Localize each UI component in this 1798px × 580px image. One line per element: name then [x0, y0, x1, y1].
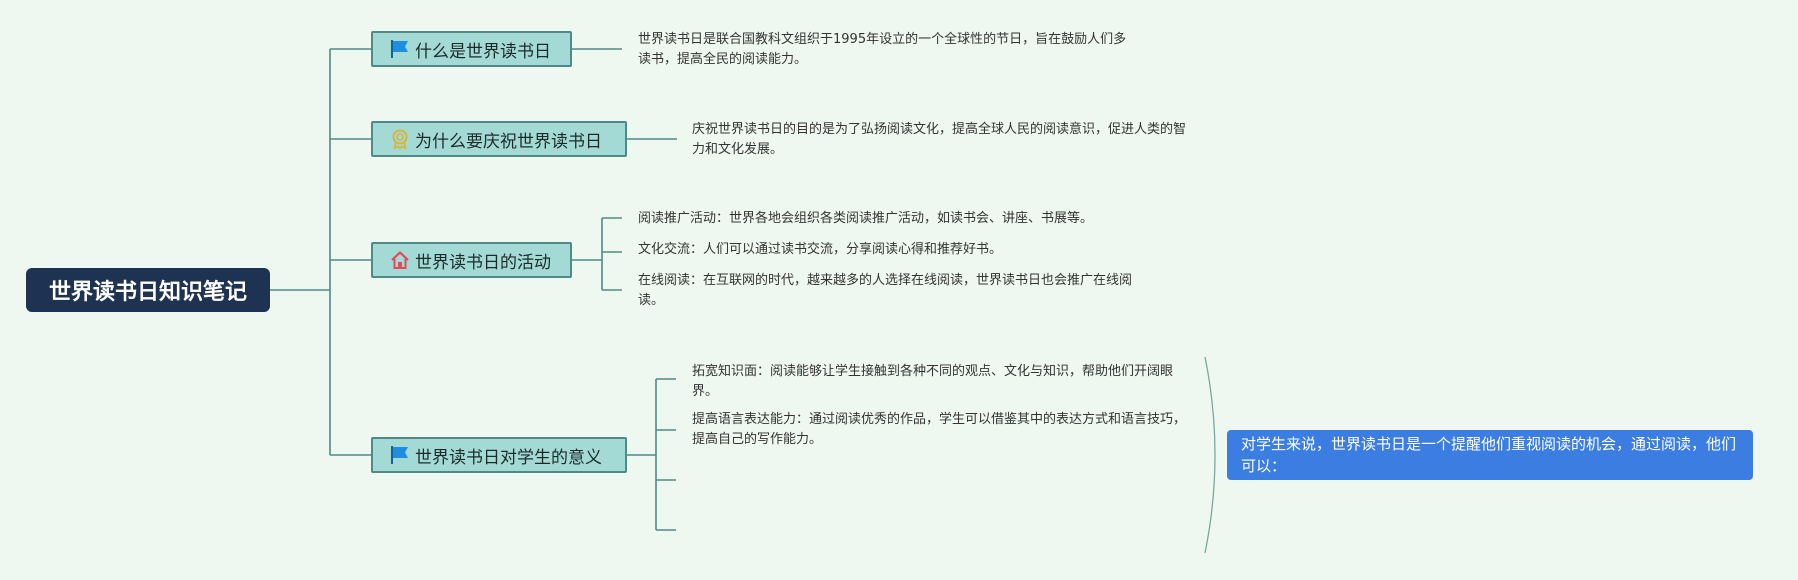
topic-why-celebrate[interactable]: 为什么要庆祝世界读书日	[371, 121, 627, 157]
summary-brace	[1204, 356, 1216, 554]
award-badge-icon	[392, 129, 408, 150]
sub-topic-broaden-knowledge[interactable]: 拓宽知识面：阅读能够让学生接触到各种不同的观点、文化与知识，帮助他们开阔眼界。	[692, 364, 1174, 399]
root-title: 世界读书日知识笔记	[48, 280, 247, 305]
sub-topic-purpose[interactable]: 庆祝世界读书日的目的是为了弘扬阅读文化，提高全球人民的阅读意识，促进人类的智力和…	[692, 122, 1187, 157]
topic-label: 世界读书日的活动	[415, 252, 551, 273]
topic-activities[interactable]: 世界读书日的活动	[371, 242, 572, 278]
sub-topic-definition[interactable]: 世界读书日是联合国教科文组织于1995年设立的一个全球性的节日，旨在鼓励人们多读…	[638, 32, 1127, 67]
sub-topic-language-expression[interactable]: 提高语言表达能力：通过阅读优秀的作品，学生可以借鉴其中的表达方式和语言技巧，提高…	[692, 412, 1187, 447]
summary-callout[interactable]: 对学生来说，世界读书日是一个提醒他们重视阅读的机会，通过阅读，他们可以：	[1227, 430, 1753, 480]
topic-label: 世界读书日对学生的意义	[415, 447, 602, 468]
sub-topic-cultural-exchange[interactable]: 文化交流：人们可以通过读书交流，分享阅读心得和推荐好书。	[638, 242, 1003, 257]
summary-text: 对学生来说，世界读书日是一个提醒他们重视阅读的机会，通过阅读，他们可以：	[1241, 435, 1737, 475]
topic-label: 什么是世界读书日	[415, 41, 551, 62]
topic-label: 为什么要庆祝世界读书日	[415, 131, 602, 152]
home-icon	[391, 251, 409, 269]
root-topic[interactable]: 世界读书日知识笔记	[26, 268, 270, 312]
topic-significance-for-students[interactable]: 世界读书日对学生的意义	[371, 437, 627, 473]
blue-flag-icon	[391, 446, 408, 464]
sub-topic-reading-promotion[interactable]: 阅读推广活动：世界各地会组织各类阅读推广活动，如读书会、讲座、书展等。	[638, 211, 1094, 226]
topic-what-is-world-book-day[interactable]: 什么是世界读书日	[371, 31, 572, 67]
sub-topic-online-reading[interactable]: 在线阅读：在互联网的时代，越来越多的人选择在线阅读，世界读书日也会推广在线阅读。	[638, 273, 1133, 308]
blue-flag-icon	[391, 40, 408, 58]
